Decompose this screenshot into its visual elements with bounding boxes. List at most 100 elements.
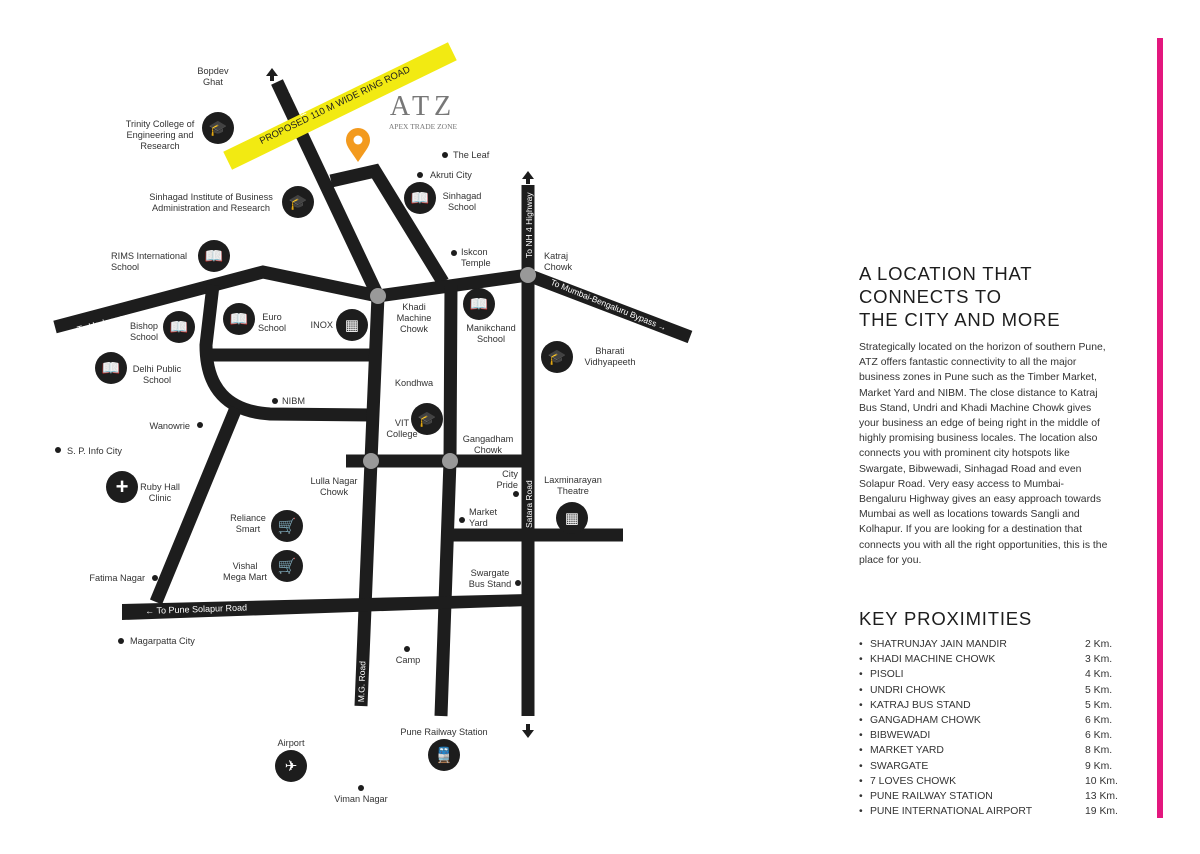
item-name: PUNE RAILWAY STATION [870,791,993,803]
accent-bar [1157,38,1163,818]
place-dot [272,398,278,404]
list-item: PUNE RAILWAY STATION 13 Km. [859,789,1129,804]
item-distance: 19 Km. [1085,806,1118,818]
graduation-cap-icon: 🎓 [411,403,443,435]
item-name: UNDRI CHOWK [870,684,946,696]
label-inox: INOX [310,320,333,330]
item-distance: 2 Km. [1085,639,1113,650]
label-laxmi: Laxminarayan Theatre [544,475,602,496]
item-name: KHADI MACHINE CHOWK [870,654,996,666]
shopping-cart-icon: 🛒 [271,550,303,582]
road-solapur [122,594,528,620]
label-viman: Viman Nagar [334,794,388,804]
road-second [434,284,458,717]
label-akruti: Akruti City [430,170,472,180]
item-distance: 10 Km. [1085,775,1118,787]
graduation-cap-icon: 🎓 [282,186,314,218]
item-name: SHATRUNJAY JAIN MANDIR [870,639,1007,650]
label-manikchand: Manikchand School [466,323,516,344]
label-iskcon: Iskcon Temple [461,247,491,268]
item-name: GANGADHAM CHOWK [870,715,981,727]
label-fatima: Fatima Nagar [89,573,145,583]
junction-katraj [520,267,536,283]
label-gangadham: Gangadham Chowk [462,434,514,455]
book-reader-icon: 📖 [463,288,495,320]
hospital-plus-icon: + [106,471,138,503]
list-item: 7 LOVES CHOWK 10 Km. [859,774,1129,789]
arrow-up-icon [266,68,278,76]
label-vishal: Vishal Mega Mart [223,561,267,582]
location-pin-icon [346,128,370,162]
place-dot [459,517,465,523]
item-name: PUNE INTERNATIONAL AIRPORT [870,806,1033,818]
place-dot [358,785,364,791]
logo-mark: ATZ [389,91,457,122]
panel-heading: A LOCATION THAT CONNECTS TO THE CITY AND… [859,263,1061,330]
label-rubyhall: Ruby Hall Clinic [140,482,180,503]
graduation-cap-icon: 🎓 [541,341,573,373]
place-dot [197,422,203,428]
label-railway: Pune Railway Station [400,727,488,737]
label-sibar: Sinhagad Institute of Business Administr… [149,192,273,213]
book-reader-icon: 📖 [223,303,255,335]
label-bishop: Bishop School [129,321,159,342]
road-diagonal [149,405,243,605]
airplane-icon: ✈ [275,750,307,782]
item-distance: 13 Km. [1085,791,1118,803]
road-connector [329,163,449,286]
label-nibm: NIBM [282,396,305,406]
proximities-list: SHATRUNJAY JAIN MANDIR 2 Km. KHADI MACHIN… [859,637,1129,820]
cinema-icon: ▦ [556,502,588,534]
list-item: PUNE INTERNATIONAL AIRPORT 19 Km. [859,804,1129,819]
item-distance: 6 Km. [1085,730,1113,742]
place-dot [513,491,519,497]
info-panel: A LOCATION THAT CONNECTS TO THE CITY AND… [859,262,1109,568]
label-euro: Euro School [257,312,287,333]
item-distance: 5 Km. [1085,699,1113,711]
item-distance: 6 Km. [1085,715,1113,727]
cinema-icon: ▦ [336,309,368,341]
arrow-up-icon [522,171,534,179]
item-distance: 4 Km. [1085,669,1113,681]
place-dot [515,580,521,586]
label-wanowrie: Wanowrie [149,421,190,431]
label-camp: Camp [395,655,421,665]
junction-gangadham [442,453,458,469]
arrow-down-icon [522,730,534,738]
item-name: 7 LOVES CHOWK [870,775,957,787]
book-reader-icon: 📖 [198,240,230,272]
place-dot [152,575,158,581]
proximities-heading: KEY PROXIMITIES [859,608,1033,629]
panel-body: Strategically located on the horizon of … [859,342,1108,566]
label-leaf: The Leaf [453,150,490,160]
label-lulla: Lulla Nagar Chowk [310,476,358,497]
book-reader-icon: 📖 [163,311,195,343]
graduation-cap-icon: 🎓 [202,112,234,144]
nh4-label: To NH 4 Highway [524,192,534,258]
label-kondhwa: Kondhwa [394,378,434,388]
train-icon: 🚆 [428,739,460,771]
item-name: SWARGATE [870,760,929,772]
location-map: PROPOSED 110 M WIDE RING ROAD Saswad ← T… [53,42,693,804]
junctions [363,267,536,469]
junction-lulla [363,453,379,469]
label-sinhagad-school: Sinhagad School [442,191,482,212]
item-name: MARKET YARD [870,745,944,757]
book-reader-icon: 📖 [404,182,436,214]
satara-road-label: Satara Road [524,480,534,528]
label-vit: VIT College [386,418,418,439]
label-airport: Airport [277,738,305,748]
label-khadi: Khadi Machine Chowk [396,302,432,334]
book-reader-icon: 📖 [95,352,127,384]
ring-road [223,42,457,170]
place-dot [442,152,448,158]
label-trinity: Trinity College of Engineering and Resea… [125,119,195,151]
label-swargate: Swargate Bus Stand [468,568,512,589]
label-delhi: Delhi Public School [132,364,182,385]
item-distance: 3 Km. [1085,654,1113,666]
label-spinfo: S. P. Info City [67,446,122,456]
